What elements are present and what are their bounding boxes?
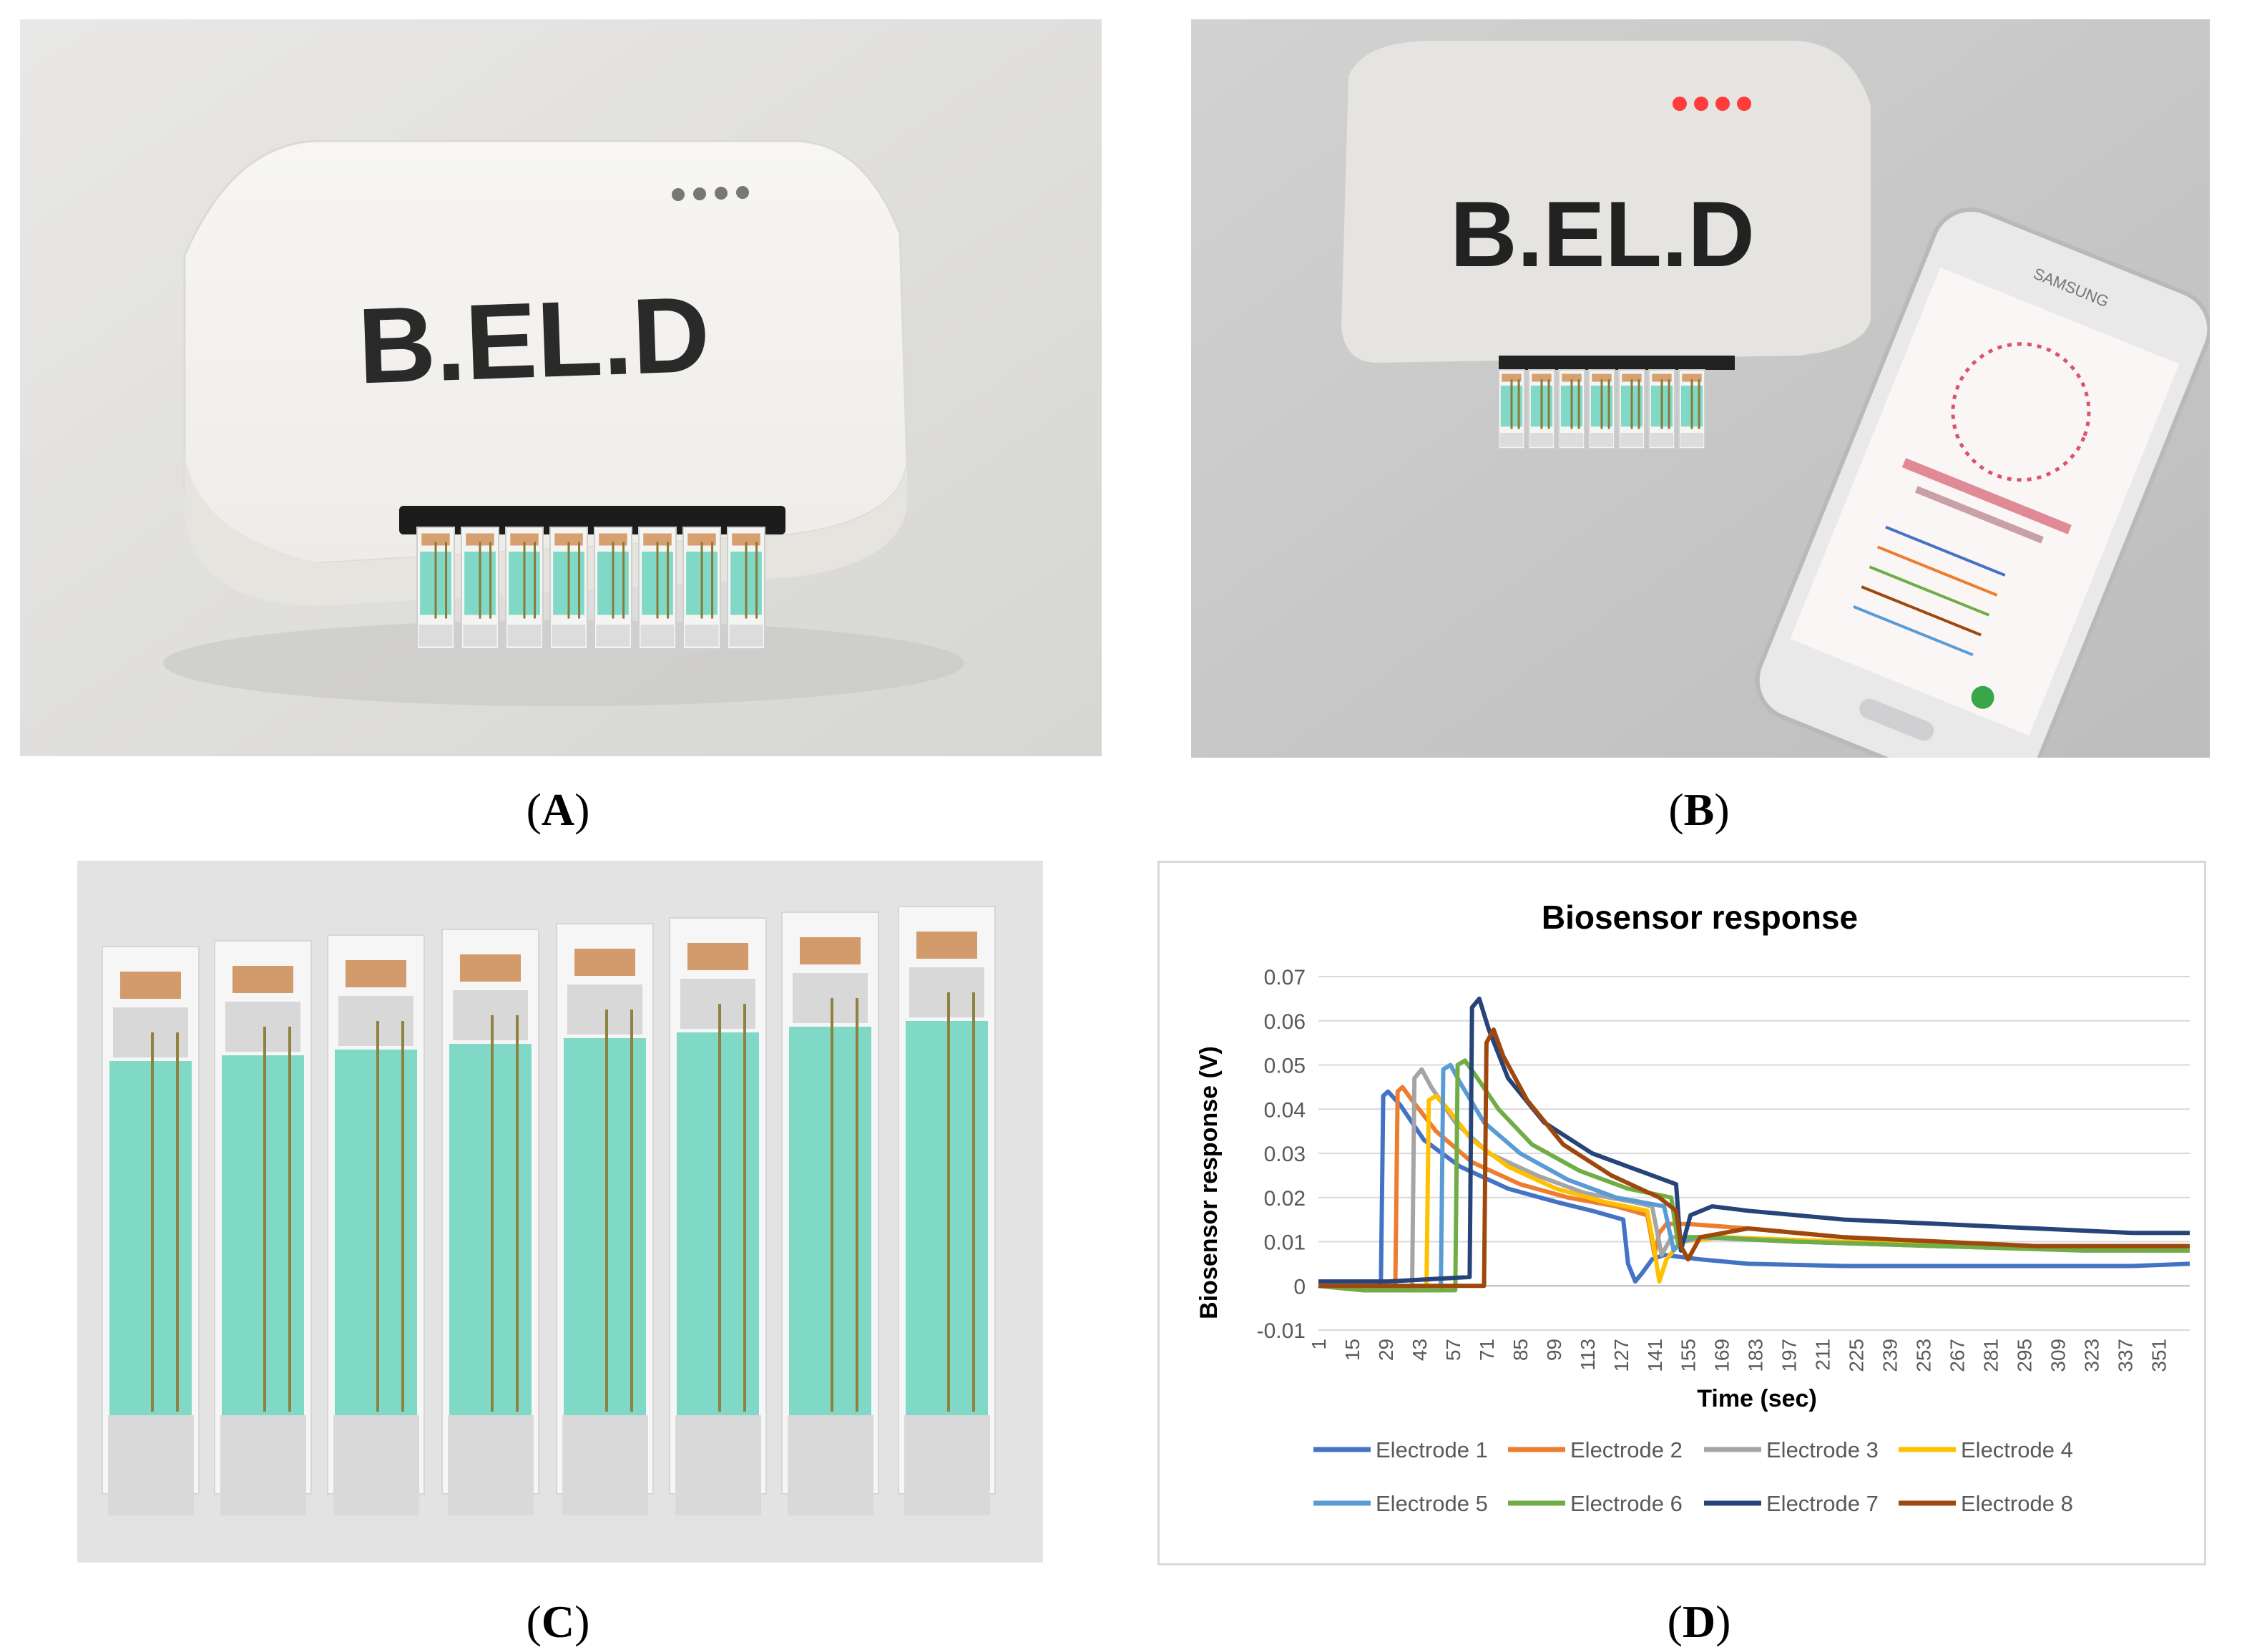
legend-label: Electrode 1 [1376, 1437, 1488, 1462]
test-strip [682, 527, 721, 650]
test-strip [1678, 369, 1705, 449]
series-line-electrode-8 [1318, 1027, 2190, 1289]
panel-b-label: (B) [1668, 784, 1730, 835]
panel-a-label: (A) [526, 784, 590, 835]
test-strip [727, 527, 765, 650]
y-tick-label: 0.07 [1264, 966, 1306, 989]
y-tick-label: 0.01 [1264, 1231, 1306, 1255]
x-tick-label: 99 [1543, 1339, 1565, 1361]
panel-a-photo: B.EL.D [20, 19, 1102, 756]
x-tick-label: 1 [1308, 1339, 1330, 1350]
legend-label: Electrode 4 [1961, 1437, 2073, 1462]
legend-item-electrode-7: Electrode 7 [1704, 1491, 1879, 1516]
test-strip [1498, 369, 1525, 449]
y-tick-label: 0 [1293, 1275, 1306, 1299]
test-strip [781, 911, 879, 1515]
test-strip [441, 929, 539, 1515]
y-axis-title: Biosensor response (V) [1195, 1046, 1223, 1319]
test-strip [549, 527, 588, 650]
panel-d-label: (D) [1667, 1596, 1731, 1647]
x-tick-label: 253 [1913, 1339, 1935, 1372]
series-line-electrode-7 [1318, 996, 2190, 1284]
test-strip [102, 946, 200, 1515]
x-tick-label: 141 [1644, 1339, 1666, 1372]
series-line-electrode-3 [1318, 1067, 2190, 1293]
test-strip [1558, 369, 1585, 449]
biosensor-chart: Biosensor response 0.07 0.06 0.05 0.04 0.03 0… [1195, 899, 2190, 1516]
x-tick-label: 267 [1947, 1339, 1969, 1372]
x-tick-label: 211 [1812, 1339, 1834, 1371]
legend-label: Electrode 5 [1376, 1491, 1488, 1516]
x-tick-label: 169 [1711, 1339, 1733, 1372]
test-strip [556, 923, 654, 1515]
x-tick-label: 183 [1745, 1339, 1767, 1372]
test-strip [214, 940, 312, 1515]
x-tick-label: 309 [2047, 1339, 2069, 1372]
x-tick-label: 295 [2013, 1339, 2035, 1372]
series-line-electrode-6 [1318, 1058, 2190, 1293]
y-tick-label: 0.03 [1264, 1143, 1306, 1166]
legend-item-electrode-5: Electrode 5 [1313, 1491, 1488, 1516]
x-tick-label: 43 [1409, 1339, 1431, 1361]
legend-item-electrode-4: Electrode 4 [1899, 1437, 2073, 1462]
y-tick-label: 0.02 [1264, 1187, 1306, 1211]
x-tick-label: 57 [1442, 1339, 1464, 1361]
device-label-a: B.EL.D [356, 274, 712, 406]
test-strip [505, 527, 544, 650]
x-tick-label: 225 [1846, 1339, 1868, 1372]
panel-b-photo: B.EL.D SAMSUNG [1191, 19, 2210, 758]
x-tick-label: 29 [1375, 1339, 1397, 1361]
legend-label: Electrode 2 [1570, 1437, 1683, 1462]
x-tick-label: 351 [2148, 1339, 2170, 1372]
y-tick-label: 0.04 [1264, 1098, 1306, 1122]
x-tick-label: 337 [2114, 1339, 2136, 1372]
series-line-electrode-5 [1318, 1062, 2190, 1293]
panel-c-photo [77, 861, 1043, 1563]
test-strip [1588, 369, 1615, 449]
test-strip [594, 527, 632, 650]
legend-item-electrode-2: Electrode 2 [1508, 1437, 1683, 1462]
test-strip [638, 527, 677, 650]
legend-label: Electrode 7 [1766, 1491, 1879, 1516]
series-line-electrode-4 [1318, 1093, 2190, 1293]
test-strip [416, 527, 455, 650]
test-strip [327, 934, 425, 1515]
test-strip [1648, 369, 1675, 449]
x-tick-label: 15 [1341, 1339, 1363, 1361]
legend-item-electrode-1: Electrode 1 [1313, 1437, 1488, 1462]
x-axis-title: Time (sec) [1697, 1385, 1817, 1412]
y-tick-label: 0.05 [1264, 1055, 1306, 1078]
panel-c-label: (C) [526, 1596, 590, 1647]
x-tick-label: 155 [1678, 1339, 1700, 1372]
legend-item-electrode-6: Electrode 6 [1508, 1491, 1683, 1516]
x-tick-label: 239 [1879, 1339, 1901, 1372]
test-strip [898, 906, 996, 1515]
series-line-electrode-1 [1318, 1089, 2190, 1293]
series-line-electrode-2 [1318, 1085, 2190, 1293]
x-tick-label: 71 [1476, 1339, 1498, 1361]
legend-label: Electrode 8 [1961, 1491, 2073, 1516]
chart-title: Biosensor response [1542, 899, 1858, 936]
test-strip [1618, 369, 1645, 449]
panel-d-chart: Biosensor response 0.07 0.06 0.05 0.04 0.03 0… [1157, 861, 2206, 1565]
x-tick-label: 197 [1778, 1339, 1801, 1372]
legend-item-electrode-8: Electrode 8 [1899, 1491, 2073, 1516]
x-tick-label: 281 [1980, 1339, 2002, 1372]
x-tick-label: 127 [1610, 1339, 1632, 1372]
y-tick-label: -0.01 [1257, 1319, 1306, 1343]
device-label-b: B.EL.D [1450, 182, 1755, 286]
y-tick-label: 0.06 [1264, 1010, 1306, 1034]
legend-label: Electrode 3 [1766, 1437, 1879, 1462]
x-tick-label: 323 [2080, 1339, 2102, 1372]
test-strip [669, 917, 767, 1515]
x-tick-label: 113 [1577, 1339, 1599, 1371]
x-tick-label: 85 [1509, 1339, 1532, 1361]
test-strip [1528, 369, 1555, 449]
test-strip [461, 527, 499, 650]
legend-item-electrode-3: Electrode 3 [1704, 1437, 1879, 1462]
legend-label: Electrode 6 [1570, 1491, 1683, 1516]
